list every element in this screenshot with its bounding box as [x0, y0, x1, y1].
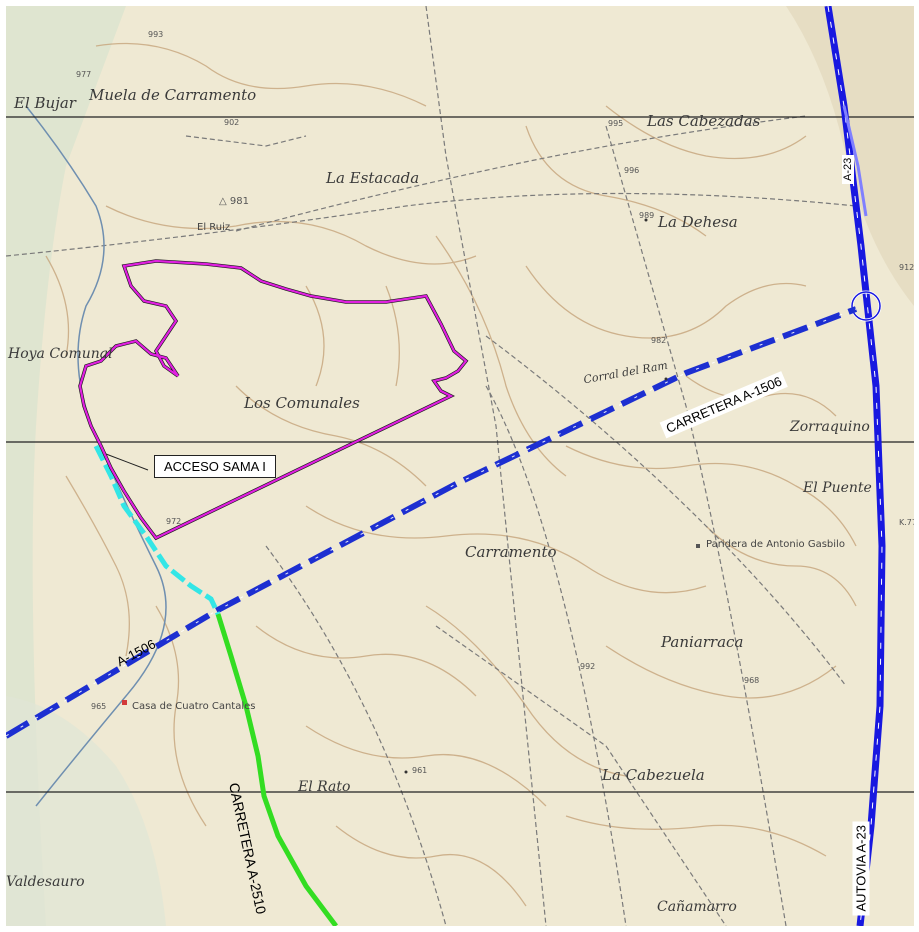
elevation-e12: 965 — [91, 702, 107, 711]
elevation-e14: 912 — [899, 263, 914, 272]
elevation-e7: 989 — [639, 211, 655, 220]
elevation-e1: 977 — [76, 70, 92, 79]
place-la-cabezuela: La Cabezuela — [602, 766, 705, 784]
sama-plot-boundary — [78, 259, 469, 541]
terrain-shading — [6, 6, 914, 926]
elevation-e10: 992 — [580, 662, 596, 671]
road-a2510 — [215, 613, 338, 926]
elevation-e2: 993 — [148, 30, 164, 39]
place-carramento: Carramento — [465, 543, 557, 561]
dirt-tracks — [6, 6, 857, 926]
callout-leader — [105, 453, 149, 471]
place-el-ruiz: El Ruiz — [197, 222, 231, 233]
elevation-e4: 995 — [608, 119, 624, 128]
place-el-puente: El Puente — [803, 480, 872, 496]
elevation-e3: 902 — [224, 118, 240, 127]
label-a23-top: A-23 — [842, 154, 854, 184]
place-paniarraca: Paniarraca — [661, 633, 744, 651]
point-markers — [122, 218, 700, 774]
place-el-bujar: El Bujar — [14, 94, 76, 112]
place-valdesauro: Valdesauro — [6, 874, 85, 890]
place-la-estacada: La Estacada — [326, 169, 420, 187]
place-el-rato: El Rato — [298, 779, 351, 795]
highway-a23 — [824, 6, 886, 926]
place-los-comunales: Los Comunales — [244, 394, 360, 412]
cyan-track — [93, 444, 221, 616]
place-hoya: Hoya Comunal — [8, 346, 113, 362]
grid-lines — [6, 116, 914, 793]
elevation-e9: 972 — [166, 517, 182, 526]
callout-acceso-sama: ACCESO SAMA I — [154, 455, 276, 478]
place-muela: Muela de Carramento — [89, 86, 257, 104]
place-casa: Casa de Cuatro Cantales — [132, 701, 256, 712]
elevation-e5: 996 — [624, 166, 640, 175]
label-a23-autovia: AUTOVIA A-23 — [852, 821, 870, 916]
elevation-e8: 982 — [651, 336, 667, 345]
road-a1506 — [6, 306, 858, 739]
place-canamarro: Cañamarro — [657, 899, 737, 915]
place-paridera: Paridera de Antonio Gasbilo — [706, 539, 845, 550]
elevation-e11: 968 — [744, 676, 760, 685]
elevation-e6: △ 981 — [219, 196, 249, 207]
place-la-dehesa: La Dehesa — [658, 213, 738, 231]
elevation-e15: K.77 — [899, 518, 914, 527]
elevation-e13: 961 — [412, 766, 428, 775]
topographic-map[interactable] — [6, 6, 914, 926]
place-las-cabezadas: Las Cabezadas — [647, 112, 761, 130]
map-frame[interactable]: El Bujar Muela de Carramento Las Cabezad… — [6, 6, 914, 926]
place-zorraquino: Zorraquino — [790, 419, 870, 435]
